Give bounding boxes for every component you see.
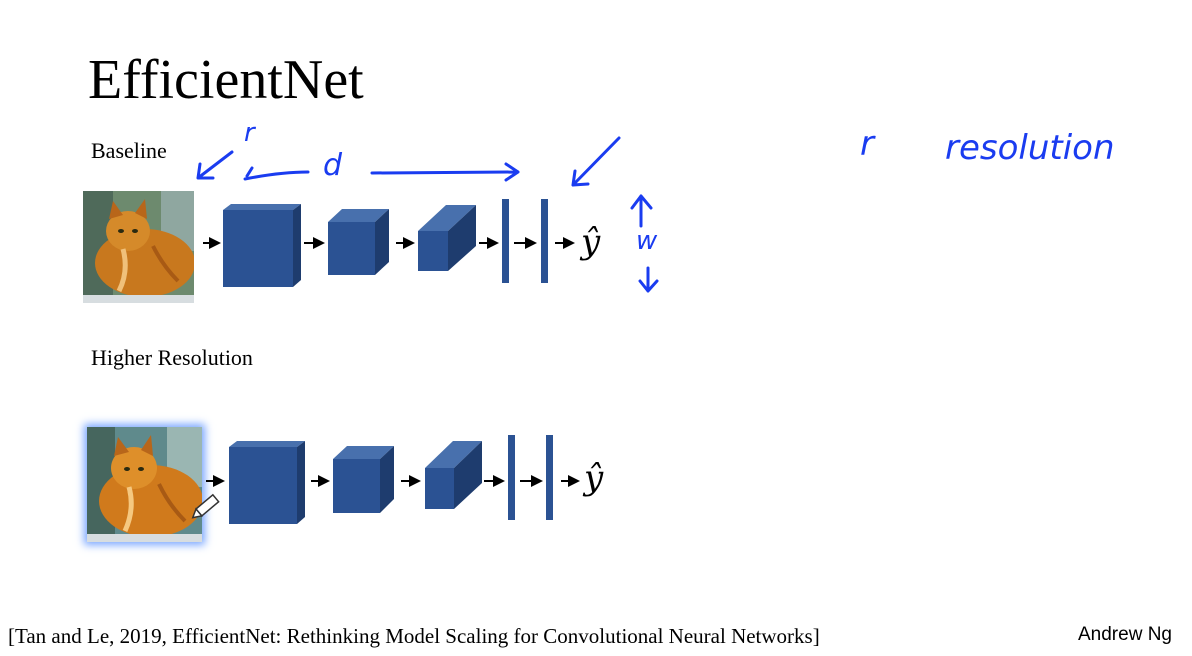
fc-layer-2 [546,435,553,520]
arrow-to-image-icon [196,150,234,180]
fc-layer-2 [541,199,548,283]
cat-photo-icon [83,191,194,303]
higher-resolution-network [206,435,580,524]
conv-block-1 [223,204,301,287]
cat-photo-icon [87,427,202,542]
handwritten-annotations [196,136,659,293]
page-title: EfficientNet [88,49,364,111]
citation: [Tan and Le, 2019, EfficientNet: Rethink… [8,624,820,648]
handwritten-r-top: r [244,118,255,148]
conv-block-2 [328,209,389,275]
handwritten-resolution-word: resolution [945,128,1115,168]
width-down-arrow-icon [638,266,659,293]
handwritten-width-symbol: w [636,226,658,256]
baseline-label: Baseline [91,138,167,163]
higher-resolution-label: Higher Resolution [91,345,253,370]
conv-block-1 [229,441,305,524]
baseline-network [203,199,575,287]
output-label-baseline: ŷ [581,222,601,262]
output-label-higher-resolution: ŷ [584,458,604,498]
width-up-arrow-icon [630,194,653,228]
fc-layer-1 [502,199,509,283]
conv-block-2 [333,446,394,513]
conv-block-3 [418,205,476,271]
depth-arrow-icon [370,162,520,182]
pencil-icon [191,493,220,519]
depth-left-stroke [243,170,310,181]
conv-block-3 [425,441,482,509]
fc-layer-1 [508,435,515,520]
arrow-to-width-icon [571,136,621,187]
author-credit: Andrew Ng [1078,624,1172,645]
handwritten-depth-symbol: d [323,148,343,183]
handwritten-resolution-symbol: r [860,124,874,164]
input-image-baseline [83,191,194,303]
input-image-higher-resolution[interactable] [87,427,202,542]
